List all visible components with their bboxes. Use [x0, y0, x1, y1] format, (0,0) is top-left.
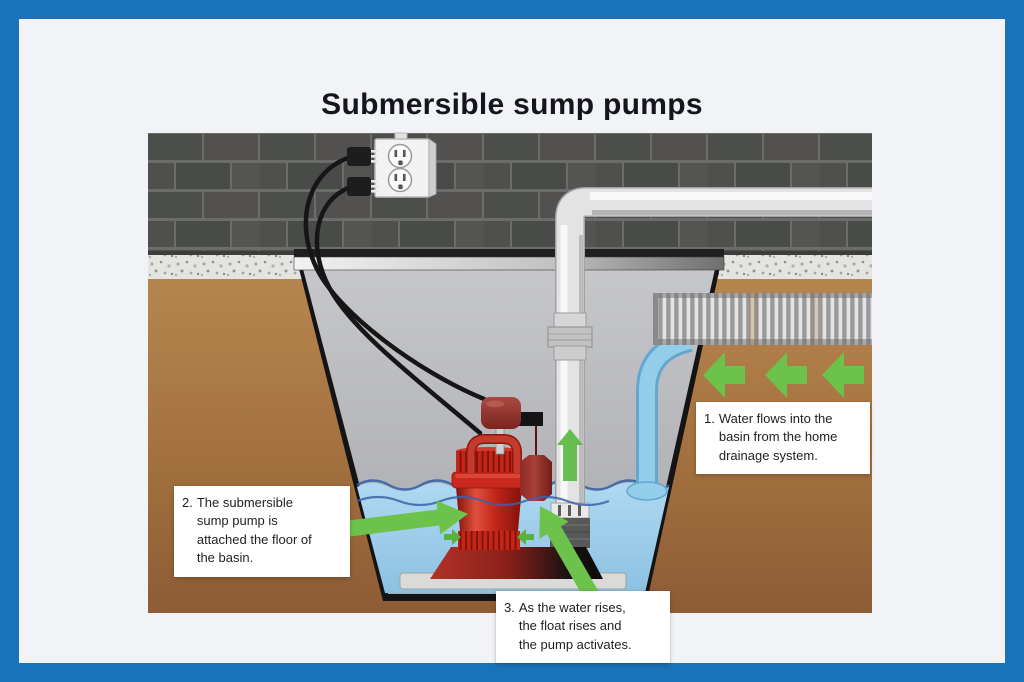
- page-title: Submersible sump pumps: [321, 88, 703, 122]
- note-2: 2. The submersible sump pump is attached…: [174, 486, 350, 577]
- flow-arrows: [703, 352, 864, 398]
- note-1-text: Water flows into the basin from the home…: [718, 411, 838, 463]
- discharge-pipe: [547, 187, 872, 548]
- note-3: 3. As the water rises, the float rises a…: [496, 591, 670, 664]
- note-2-text: The submersible sump pump is attached th…: [196, 495, 312, 566]
- note-2-number: 2.: [182, 495, 193, 510]
- note-pointer-arrows: [344, 500, 603, 607]
- sump-pump-diagram: 1. Water flows into the basin from the h…: [148, 132, 872, 664]
- drain-pipe: [653, 293, 872, 345]
- note-3-text: As the water rises, the float rises and …: [518, 600, 632, 652]
- plug-icon: [347, 147, 378, 196]
- intake-arrows: [444, 529, 534, 545]
- upflow-arrow: [557, 429, 583, 481]
- water-surface-front: [356, 495, 610, 507]
- power-cables: [303, 154, 487, 436]
- float-switch: [517, 412, 552, 501]
- note-3-number: 3.: [504, 600, 515, 615]
- note-1: 1. Water flows into the basin from the h…: [696, 402, 870, 475]
- note-1-number: 1.: [704, 411, 715, 426]
- power-outlet: [347, 132, 437, 198]
- canvas: Submersible sump pumps: [19, 19, 1005, 664]
